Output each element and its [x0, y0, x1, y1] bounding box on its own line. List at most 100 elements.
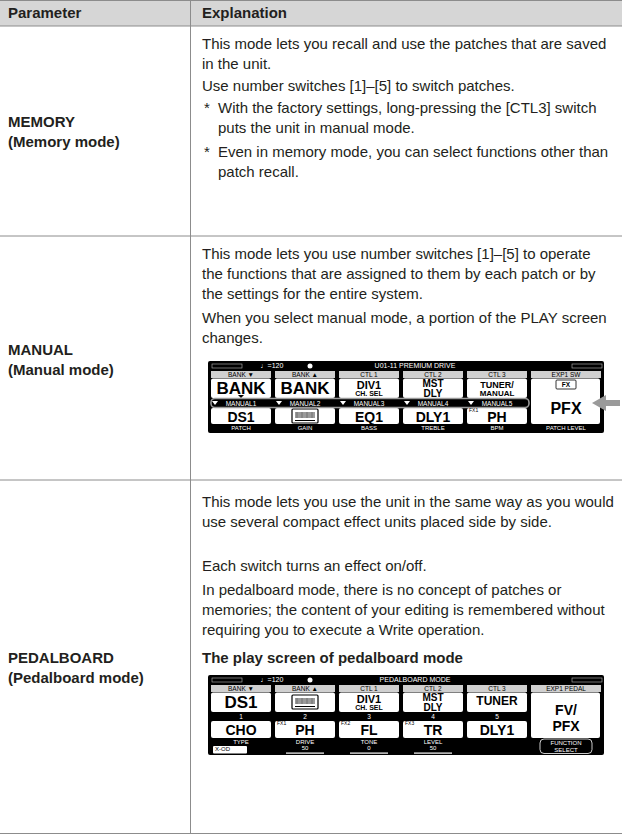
manual-triangle: [276, 401, 282, 405]
manual-label: MANUAL1: [210, 400, 272, 407]
screen-text: CH. SEL: [338, 704, 400, 712]
switch-header: EXP1 SW: [530, 371, 602, 378]
note-marker: *: [204, 98, 218, 118]
switch-header: BANK ▼: [210, 685, 272, 692]
amp-grille-line: [312, 412, 313, 418]
header-band: [275, 685, 335, 692]
screen-text: MANUAL: [466, 389, 528, 398]
header-band: [467, 371, 527, 378]
description-text: This mode lets you use the unit in the s…: [202, 492, 614, 532]
description-text: This mode lets you use number switches […: [202, 244, 614, 304]
knob-label: PATCH: [210, 425, 272, 432]
header-band: [339, 371, 399, 378]
param-label: TONE: [338, 739, 400, 746]
knob-label: BPM: [466, 425, 528, 432]
switch-tile: [275, 379, 335, 399]
switch-tile: [339, 379, 399, 399]
screen-text: PFX: [530, 718, 602, 734]
fx-tag: FX3: [405, 721, 425, 727]
switch-header: CTL 3: [466, 371, 528, 378]
switch-tile: [467, 379, 527, 399]
effect-tile: [403, 721, 463, 738]
table-rule: [190, 0, 191, 834]
param-label: LEVEL: [402, 739, 464, 746]
switch-tile: [211, 693, 271, 713]
knob-label: BASS: [338, 425, 400, 432]
manual-triangle: [468, 401, 474, 405]
column-header: Parameter: [8, 3, 178, 23]
header-band: [211, 685, 271, 692]
value-bar: [414, 753, 452, 754]
param-value: 50: [402, 745, 464, 752]
tempo-dot: [308, 678, 313, 683]
switch-header: EXP1 PEDAL: [530, 685, 602, 692]
fx-tag: FX2: [341, 721, 361, 727]
header-band: [467, 685, 527, 692]
screen-text: PFX: [530, 400, 602, 418]
mode-name: MEMORY: [8, 112, 183, 132]
knob-label: PATCH LEVEL: [530, 425, 602, 432]
header-band: [531, 685, 601, 692]
amp-grille-line: [312, 698, 313, 704]
amp-icon: [292, 695, 318, 709]
screen-text: TR: [402, 722, 464, 738]
switch-tile: [275, 693, 335, 713]
tempo-dot: [308, 364, 313, 369]
value-bar: [286, 753, 324, 754]
screen-text: DIV1: [338, 693, 400, 706]
screen-text: EQ1: [338, 409, 400, 425]
switch-tile: [211, 379, 271, 399]
switch-number: 4: [402, 713, 464, 720]
description-text: Use number switches [1]–[5] to switch pa…: [202, 76, 614, 96]
param-label: DRIVE: [274, 739, 336, 746]
switch-tile: [467, 693, 527, 713]
amp-panel-line: [295, 706, 315, 707]
mode-name: MANUAL: [8, 340, 183, 360]
function-select: FUNCTION SELECT: [544, 740, 588, 754]
screen-text: DS1: [210, 409, 272, 425]
amp-grille-line: [297, 698, 298, 704]
param-value: 0: [338, 745, 400, 752]
manual-label: MANUAL5: [466, 400, 528, 407]
screen-text: DLY1: [402, 409, 464, 425]
switch-header: CTL 2: [402, 371, 464, 378]
amp-icon: [292, 409, 318, 423]
switch-header: CTL 1: [338, 371, 400, 378]
manual-label: MANUAL2: [274, 400, 336, 407]
switch-header: CTL 1: [338, 685, 400, 692]
amp-grille-line: [302, 698, 303, 704]
header-band: [403, 685, 463, 692]
manual-label: MANUAL4: [402, 400, 464, 407]
screen-text: FV/: [530, 702, 602, 718]
mode-title: PEDALBOARD MODE: [330, 676, 500, 684]
lcd-screen: [208, 675, 604, 755]
screen-text: TUNER/: [466, 380, 528, 390]
pointer-arrow: [592, 395, 620, 411]
effect-tile: [467, 721, 527, 738]
knob-label: GAIN: [274, 425, 336, 432]
mode-name: PEDALBOARD: [8, 648, 183, 668]
input-meter: [212, 678, 242, 682]
screen-text: DLY1: [466, 722, 528, 738]
note-text: Even in memory mode, you can select func…: [218, 142, 614, 182]
amp-grille-line: [297, 412, 298, 418]
header-band: [531, 371, 601, 378]
switch-number: 3: [338, 713, 400, 720]
amp-grille: [295, 698, 315, 704]
description-text: This mode lets you recall and use the pa…: [202, 34, 614, 74]
table-rule: [0, 0, 622, 1]
description-text: When you select manual mode, a portion o…: [202, 308, 614, 348]
switch-header: BANK ▼: [210, 371, 272, 378]
switch-number: 2: [274, 713, 336, 720]
screen-text: BANK: [274, 379, 336, 399]
switch-header: CTL 2: [402, 685, 464, 692]
screen-text: MST: [402, 378, 464, 390]
header-band: [211, 371, 271, 378]
table-rule: [0, 833, 622, 834]
column-header: Explanation: [202, 3, 602, 23]
table-header-band: [0, 0, 622, 26]
switch-number: 1: [210, 713, 272, 720]
table-rule: [0, 236, 622, 237]
effect-tile: [275, 408, 335, 424]
